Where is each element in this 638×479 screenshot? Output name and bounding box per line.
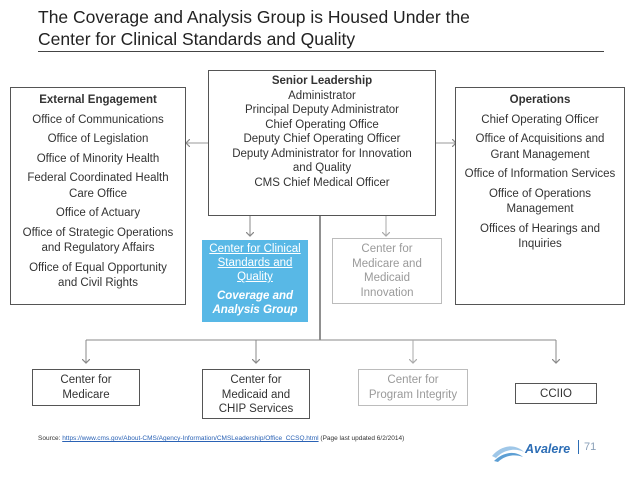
operations-item: Grant Management: [490, 148, 590, 161]
operations-item: Management: [506, 203, 574, 215]
operations-item: Inquiries: [518, 238, 562, 250]
medicare-line: Center for: [60, 374, 112, 386]
title-line-2: Center for Clinical Standards and Qualit…: [38, 29, 356, 49]
avalere-logo-icon: [492, 446, 524, 462]
operations-item: Offices of Hearings and: [480, 222, 600, 235]
external-item: Office of Strategic Operations: [22, 226, 174, 239]
medicaid-box: Center for Medicaid and CHIP Services: [202, 369, 310, 419]
cciio-label: CCIIO: [540, 388, 572, 400]
external-item: Office of Communications: [32, 113, 164, 126]
senior-item: Chief Operating Office: [265, 118, 379, 131]
title-line-1: The Coverage and Analysis Group is House…: [38, 7, 470, 27]
ccsq-link-line-2[interactable]: Standards and: [217, 257, 293, 269]
program-integrity-box: Center for Program Integrity: [358, 369, 468, 406]
senior-item: and Quality: [292, 162, 352, 174]
operations-header: Operations: [509, 94, 571, 106]
cmmi-line: Center for: [361, 243, 413, 255]
external-engagement-header: External Engagement: [39, 94, 157, 106]
external-item: Federal Coordinated Health: [27, 172, 169, 184]
coverage-group-line-1: Coverage and: [216, 290, 294, 302]
integrity-line: Program Integrity: [368, 388, 458, 401]
ccsq-link-line-1[interactable]: Center for Clinical: [209, 243, 301, 255]
cciio-box: CCIIO: [515, 383, 597, 404]
integrity-line: Center for: [387, 374, 439, 386]
external-item: Care Office: [69, 187, 127, 200]
external-item: and Regulatory Affairs: [41, 242, 155, 254]
operations-item: Office of Acquisitions and: [475, 133, 605, 145]
operations-item: Chief Operating Officer: [481, 113, 599, 126]
page-number: 71: [584, 441, 597, 453]
senior-item: Administrator: [288, 89, 356, 102]
senior-item: Principal Deputy Administrator: [244, 104, 400, 116]
cmmi-line: Medicare and: [352, 257, 422, 270]
source-prefix: Source:: [38, 435, 63, 442]
slide-title: The Coverage and Analysis Group is House…: [38, 6, 618, 50]
cmmi-box: Center for Medicare and Medicaid Innovat…: [332, 238, 442, 304]
medicare-line: Medicare: [62, 388, 110, 401]
source-suffix: (Page last updated 6/2/2014): [318, 435, 405, 442]
operations-box: Operations Chief Operating Officer Offic…: [455, 87, 625, 305]
external-engagement-box: External Engagement Office of Communicat…: [10, 87, 186, 305]
operations-item: Office of Information Services: [464, 168, 616, 180]
senior-item: Deputy Administrator for Innovation: [232, 147, 412, 160]
cmmi-line: Medicaid: [363, 272, 411, 284]
external-item: Office of Equal Opportunity: [29, 261, 167, 274]
source-note: Source: https://www.cms.gov/About-CMS/Ag…: [38, 435, 404, 442]
external-item: Office of Minority Health: [36, 152, 160, 165]
medicaid-line: Medicaid and: [221, 388, 291, 401]
source-link[interactable]: https://www.cms.gov/About-CMS/Agency-Inf…: [62, 435, 319, 442]
medicaid-line: Center for: [230, 374, 282, 386]
brand-name: Avalere: [525, 442, 571, 456]
external-item: Office of Legislation: [47, 133, 149, 145]
ccsq-link-line-3[interactable]: Quality: [237, 271, 273, 283]
senior-leadership-header: Senior Leadership: [271, 75, 373, 87]
external-item: Office of Actuary: [55, 207, 141, 219]
title-divider: [38, 51, 604, 52]
medicare-box: Center for Medicare: [32, 369, 140, 406]
external-item: and Civil Rights: [58, 277, 138, 289]
coverage-group-line-2: Analysis Group: [212, 304, 298, 316]
medicaid-line: CHIP Services: [218, 403, 294, 415]
brand-separator: [578, 440, 579, 454]
ccsq-box: Center for Clinical Standards and Qualit…: [202, 240, 308, 322]
operations-item: Office of Operations: [488, 187, 592, 200]
cmmi-line: Innovation: [360, 286, 414, 299]
senior-item: CMS Chief Medical Officer: [254, 176, 390, 189]
senior-item: Deputy Chief Operating Officer: [243, 133, 401, 145]
senior-leadership-box: Senior Leadership Administrator Principa…: [208, 70, 436, 216]
